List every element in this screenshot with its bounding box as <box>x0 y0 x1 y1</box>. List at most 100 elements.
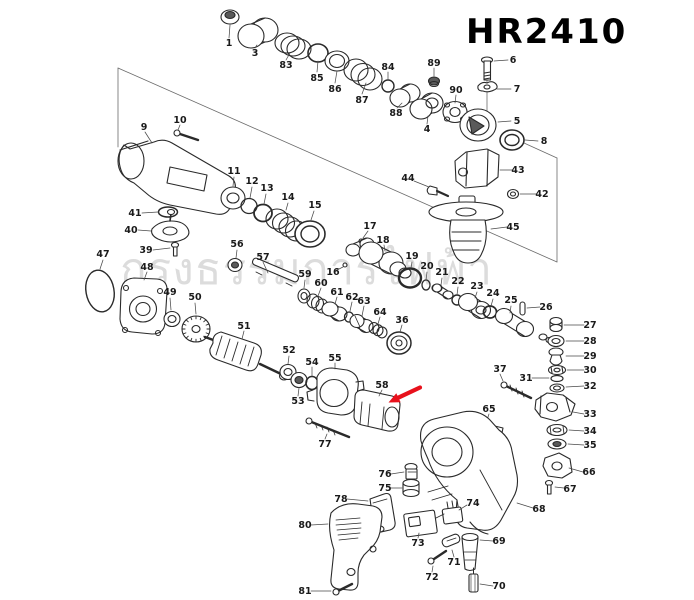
leader-line <box>417 532 420 539</box>
leader-line <box>567 443 585 446</box>
part-number-61: 61 <box>330 287 343 298</box>
part-84: 84 <box>381 62 395 93</box>
leader-line <box>526 306 541 309</box>
leader-line <box>310 210 315 221</box>
part-43: 43 <box>454 148 525 189</box>
leader-line <box>524 139 539 142</box>
leader-line <box>426 115 429 125</box>
part-number-88: 88 <box>389 108 403 119</box>
leader-line <box>316 60 319 73</box>
part-number-35: 35 <box>583 440 596 451</box>
leader-line <box>137 229 152 232</box>
leader-line <box>516 502 534 509</box>
part-number-90: 90 <box>449 85 463 96</box>
part-number-33: 33 <box>583 409 596 420</box>
part-number-48: 48 <box>140 262 154 273</box>
leader-line <box>383 244 386 252</box>
part-8: 8 <box>499 129 548 151</box>
part-number-42: 42 <box>535 189 548 200</box>
part-number-28: 28 <box>583 336 597 347</box>
part-71: 71 <box>441 533 461 568</box>
part-number-52: 52 <box>282 345 295 356</box>
leader-line <box>235 249 238 259</box>
leader-line <box>431 565 434 573</box>
part-number-64: 64 <box>373 307 387 318</box>
part-32: 32 <box>549 381 597 393</box>
leader-line <box>346 498 369 502</box>
leader-line <box>349 301 353 312</box>
part-86: 86 <box>324 50 350 95</box>
part-number-44: 44 <box>401 173 415 184</box>
leader-line <box>410 261 413 269</box>
part-number-50: 50 <box>188 292 202 303</box>
leader-line <box>334 296 338 305</box>
part-44: 44 <box>401 173 450 198</box>
page-title: HR2410 <box>466 12 628 52</box>
leader-line <box>456 286 459 296</box>
part-number-74: 74 <box>466 498 480 509</box>
part-72: 72 <box>425 549 448 583</box>
part-68: 68 <box>419 410 546 535</box>
part-69: 69 <box>461 532 506 572</box>
part-number-1: 1 <box>226 38 233 49</box>
leader-line <box>396 102 403 109</box>
part-18: 18 <box>345 235 412 279</box>
part-80: 80 <box>298 503 383 591</box>
part-number-47: 47 <box>96 249 109 260</box>
part-number-40: 40 <box>124 225 138 236</box>
part-31: 31 <box>519 373 564 384</box>
leader-line <box>509 305 512 314</box>
leader-line <box>479 583 494 587</box>
part-number-63: 63 <box>357 296 370 307</box>
part-21: 21 <box>431 267 454 300</box>
part-26: 26 <box>519 301 553 316</box>
part-39: 39 <box>139 241 180 257</box>
part-number-9: 9 <box>141 122 148 133</box>
part-20: 20 <box>420 261 434 291</box>
leader-line <box>458 504 468 511</box>
part-number-4: 4 <box>424 124 431 135</box>
part-28: 28 <box>538 333 597 348</box>
part-number-73: 73 <box>411 538 424 549</box>
leader-line <box>425 271 428 281</box>
part-number-13: 13 <box>260 183 273 194</box>
leader-line <box>490 226 508 230</box>
part-number-31: 31 <box>519 373 532 384</box>
part-number-29: 29 <box>583 351 596 362</box>
part-63: 63 <box>349 296 374 334</box>
part-number-54: 54 <box>305 357 319 368</box>
part-number-58: 58 <box>375 380 389 391</box>
part-66: 66 <box>542 452 596 479</box>
part-29: 29 <box>548 347 597 366</box>
part-34: 34 <box>546 423 597 437</box>
leader-line <box>263 193 267 205</box>
leader-line <box>232 176 235 187</box>
part-88: 88 <box>389 83 421 119</box>
part-87: 87 <box>343 58 383 106</box>
leader-line <box>249 186 253 199</box>
part-41: 41 <box>128 206 179 219</box>
part-19: 19 <box>397 251 423 289</box>
part-number-6: 6 <box>510 55 517 66</box>
part-number-69: 69 <box>492 536 505 547</box>
part-40: 40 <box>124 208 190 243</box>
leader-line <box>194 302 197 315</box>
leader-line <box>554 486 565 489</box>
part-number-84: 84 <box>381 62 395 73</box>
leader-line <box>99 259 104 270</box>
part-77: 77 <box>305 417 351 450</box>
leader-line <box>361 82 367 95</box>
part-48: 48 <box>119 262 168 337</box>
part-3: 3 <box>237 17 279 59</box>
leader-line <box>324 433 328 440</box>
part-83: 83 <box>274 32 312 71</box>
part-number-72: 72 <box>425 572 438 583</box>
part-4: 4 <box>409 92 444 135</box>
part-number-19: 19 <box>405 251 418 262</box>
part-74: 74 <box>441 498 480 525</box>
part-number-78: 78 <box>334 494 348 505</box>
part-37: 37 <box>493 364 533 400</box>
part-1: 1 <box>220 9 240 49</box>
part-number-36: 36 <box>395 315 409 326</box>
